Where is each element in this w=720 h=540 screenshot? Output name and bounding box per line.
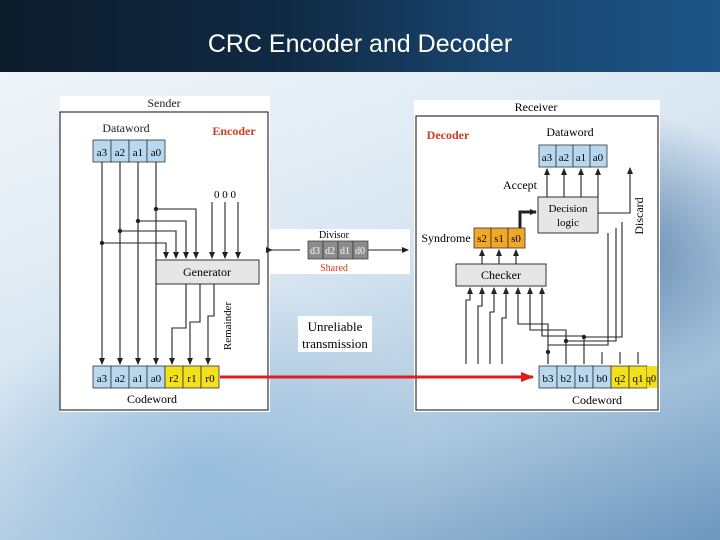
sender-dataword: a3 a2 a1 a0 (92, 139, 166, 163)
sender-wires (99, 162, 241, 365)
sender-panel: Sender Dataword Encoder a3 a2 a1 a0 0 0 … (59, 96, 270, 412)
sender-dataword-label: Dataword (102, 121, 149, 135)
slide-title: CRC Encoder and Decoder (207, 30, 513, 58)
shared-label: Shared (320, 263, 348, 274)
decision-line1: Decision (548, 203, 588, 215)
divisor-bit: d0 (355, 246, 365, 257)
channel-line1: Unreliable (308, 319, 363, 334)
generator-label: Generator (183, 265, 231, 279)
divisor-shared: Divisor d3 d2 d1 d0 Shared (266, 229, 410, 274)
receiver-codeword-bit: b3 (543, 373, 555, 385)
channel-line2: transmission (302, 336, 368, 351)
receiver-dataword: a3 a2 a1 a0 (538, 144, 608, 168)
remainder-label: Remainder (222, 302, 234, 351)
zero-padding: 0 0 0 (214, 189, 237, 201)
receiver-wires (465, 167, 639, 364)
discard-label: Discard (632, 197, 646, 234)
receiver-codeword-bit: q1 (633, 373, 644, 385)
generator-box (155, 259, 260, 285)
syndrome-bit: s1 (494, 233, 504, 245)
divisor-label: Divisor (319, 230, 350, 241)
receiver-dataword-bit: a1 (576, 152, 586, 164)
channel: Unreliable transmission (298, 316, 372, 352)
receiver-codeword-bit: b1 (579, 373, 590, 385)
receiver-codeword-bit: b0 (597, 373, 609, 385)
syndrome-bit: s2 (477, 233, 487, 245)
decision-logic-box (537, 196, 599, 234)
checker-label: Checker (481, 268, 521, 282)
sender-dataword-bit: a3 (97, 147, 108, 159)
sender-dataword-bit: a1 (133, 147, 143, 159)
receiver-panel: Receiver Decoder Dataword a3 a2 a1 a0 Ac… (414, 100, 660, 412)
receiver-codeword-label: Codeword (572, 393, 622, 407)
encoder-label: Encoder (212, 124, 256, 138)
divisor-bit: d1 (340, 246, 350, 257)
receiver-codeword-bit: b2 (561, 373, 572, 385)
receiver-dataword-bit: a3 (542, 152, 553, 164)
sender-label: Sender (147, 96, 180, 110)
receiver-dataword-bit: a2 (559, 152, 569, 164)
syndrome-label: Syndrome (421, 231, 470, 245)
sender-codeword-bit: a0 (151, 373, 162, 385)
sender-codeword-bit: a1 (133, 373, 143, 385)
sender-codeword-bit: a3 (97, 373, 108, 385)
sender-codeword: a3 a2 a1 a0 r2 r1 r0 (92, 365, 220, 389)
sender-codeword-label: Codeword (127, 392, 177, 406)
sender-codeword-bit: r1 (187, 373, 196, 385)
sender-dataword-bit: a2 (115, 147, 125, 159)
divisor-bit: d3 (310, 246, 320, 257)
decision-line2: logic (557, 217, 579, 229)
sender-codeword-bit: r0 (205, 373, 215, 385)
title-bar (0, 0, 720, 72)
decoder-label: Decoder (427, 128, 470, 142)
sender-codeword-bit: a2 (115, 373, 125, 385)
receiver-codeword-bit: q0 (646, 374, 656, 385)
syndrome: s2 s1 s0 (473, 227, 526, 249)
receiver-dataword-bit: a0 (593, 152, 604, 164)
sender-codeword-bit: r2 (169, 373, 178, 385)
receiver-codeword: b3 b2 b1 b0 q2 q1 q0 (538, 365, 657, 389)
syndrome-bit: s0 (511, 233, 521, 245)
checker-box (455, 263, 547, 287)
receiver-label: Receiver (515, 100, 558, 114)
divisor-bit: d2 (325, 246, 335, 257)
sender-dataword-bit: a0 (151, 147, 162, 159)
receiver-dataword-label: Dataword (546, 125, 593, 139)
accept-label: Accept (503, 178, 538, 192)
receiver-codeword-bit: q2 (615, 373, 626, 385)
